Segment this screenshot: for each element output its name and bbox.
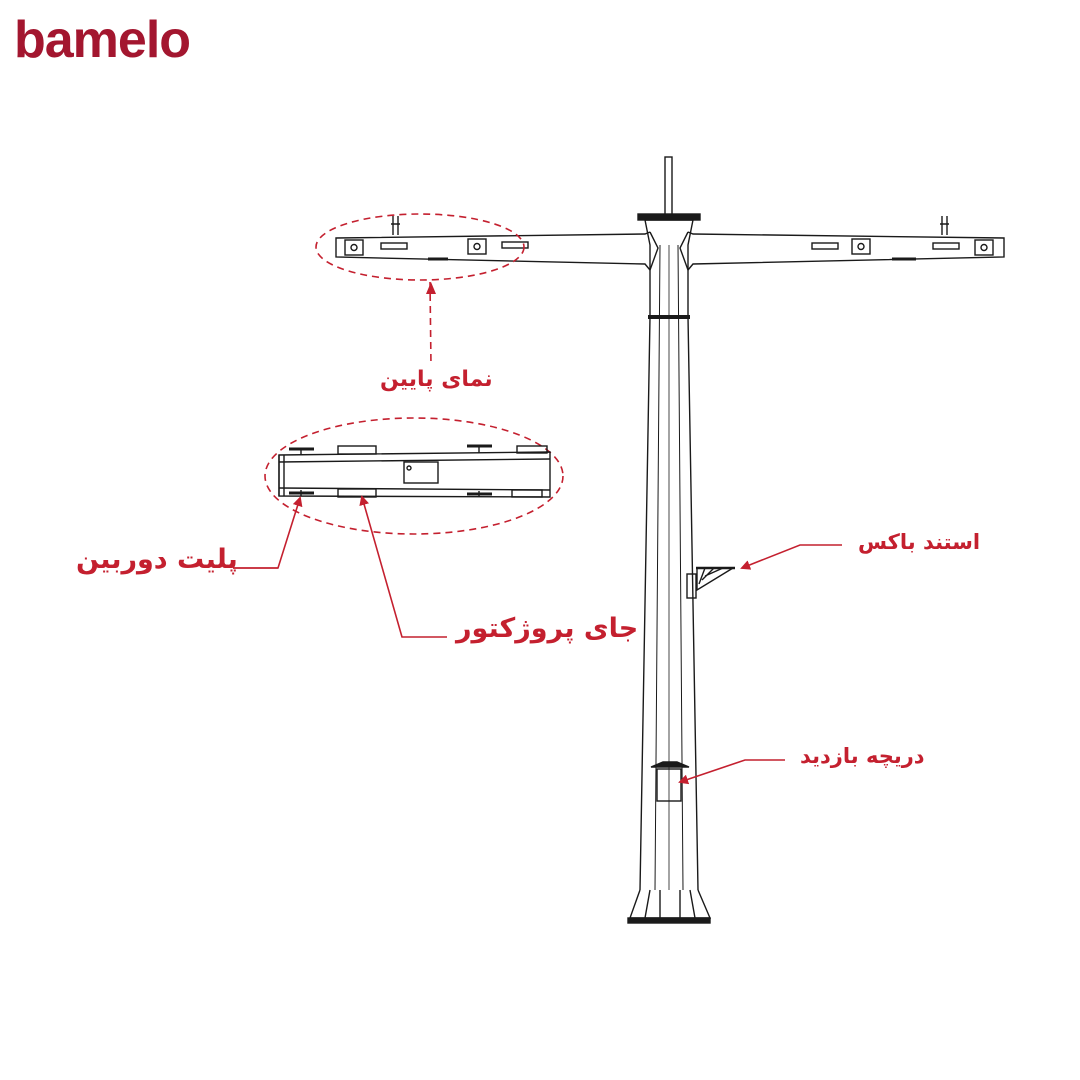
camera-plate-label: پلیت دوربین xyxy=(76,544,238,575)
right-arm-plate-2 xyxy=(974,239,994,256)
pole-base-plate xyxy=(627,917,711,924)
bottom-view-label: نمای پایین xyxy=(380,367,493,392)
pole xyxy=(627,156,712,924)
box-stand-leader xyxy=(740,544,842,570)
pole-top-flange xyxy=(637,213,701,221)
camera-plate-leader xyxy=(233,496,303,569)
box-stand xyxy=(686,566,735,599)
right-arm-plate-1 xyxy=(851,238,871,255)
left-arm-hook xyxy=(391,216,400,235)
bottom-view-leader xyxy=(429,281,432,367)
bamelo-logo: bamelo xyxy=(14,11,191,69)
pole-base-stiffeners xyxy=(629,889,712,919)
left-arm-slot-1 xyxy=(380,242,408,250)
left-arm xyxy=(335,216,659,271)
pole-top-spire xyxy=(664,156,673,216)
left-arm-slot-2 xyxy=(501,241,529,249)
projector-leader xyxy=(359,495,447,638)
projector-slot-2 xyxy=(337,488,377,498)
right-arm-hook xyxy=(940,216,949,235)
inspection-door xyxy=(650,761,690,802)
arm-closeup-detail xyxy=(264,417,564,535)
center-plate xyxy=(403,461,439,484)
inspection-door-leader xyxy=(678,759,785,785)
bottom-view-detail xyxy=(315,213,525,367)
projector-mount-label: جای پروژکتور xyxy=(456,613,639,644)
projector-slot-1 xyxy=(337,445,377,455)
right-arm-slot-1 xyxy=(811,242,839,250)
box-stand-label: استند باکس xyxy=(858,530,981,554)
left-arm-plate-2 xyxy=(467,238,487,255)
right-arm-slot-2 xyxy=(932,242,960,250)
right-arm xyxy=(679,216,1005,271)
pole-shaft-outline xyxy=(639,316,699,891)
inspection-door-label: دریچه بازدید xyxy=(800,744,925,768)
left-arm-plate-1 xyxy=(344,239,364,256)
